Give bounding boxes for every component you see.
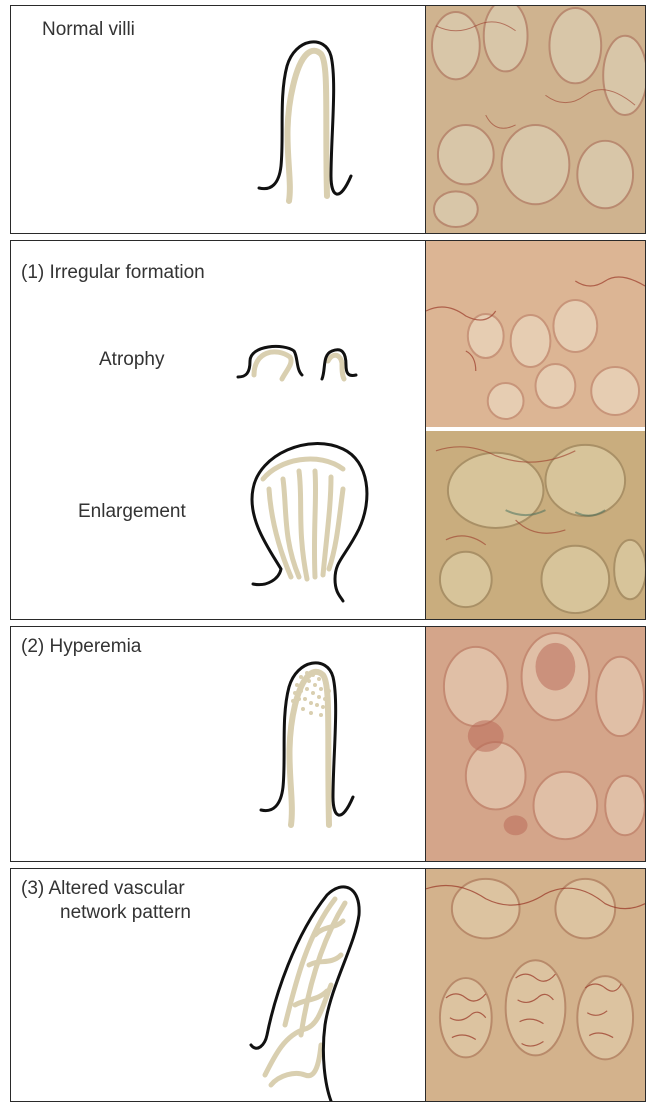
panel-irregular-formation: (1) Irregular formation Atrophy Enlargem…	[10, 240, 646, 620]
enlargement-villus-sketch	[239, 429, 379, 609]
panel-title-line2: network pattern	[60, 901, 191, 925]
enlargement-photo	[426, 431, 645, 619]
panel-altered-vascular: (3) Altered vascular network pattern	[10, 868, 646, 1102]
vascular-photo	[426, 869, 645, 1101]
panel-title-line1: (3) Altered vascular	[21, 877, 185, 901]
panel-normal-villi: Normal villi	[10, 5, 646, 234]
vascular-villus-sketch	[235, 875, 385, 1102]
atrophy-photo	[426, 241, 645, 427]
atrophy-villi-sketch	[236, 339, 376, 399]
normal-villi-photo	[426, 6, 645, 233]
panel-title: (1) Irregular formation	[21, 261, 205, 285]
normal-villus-sketch	[251, 26, 391, 226]
enlargement-label: Enlargement	[78, 500, 186, 524]
panel-title: Normal villi	[42, 18, 135, 42]
panel-title: (2) Hyperemia	[21, 635, 141, 659]
hyperemia-villus-sketch	[251, 645, 391, 855]
panel-hyperemia: (2) Hyperemia	[10, 626, 646, 862]
atrophy-label: Atrophy	[99, 348, 164, 372]
hyperemia-photo	[426, 627, 645, 861]
